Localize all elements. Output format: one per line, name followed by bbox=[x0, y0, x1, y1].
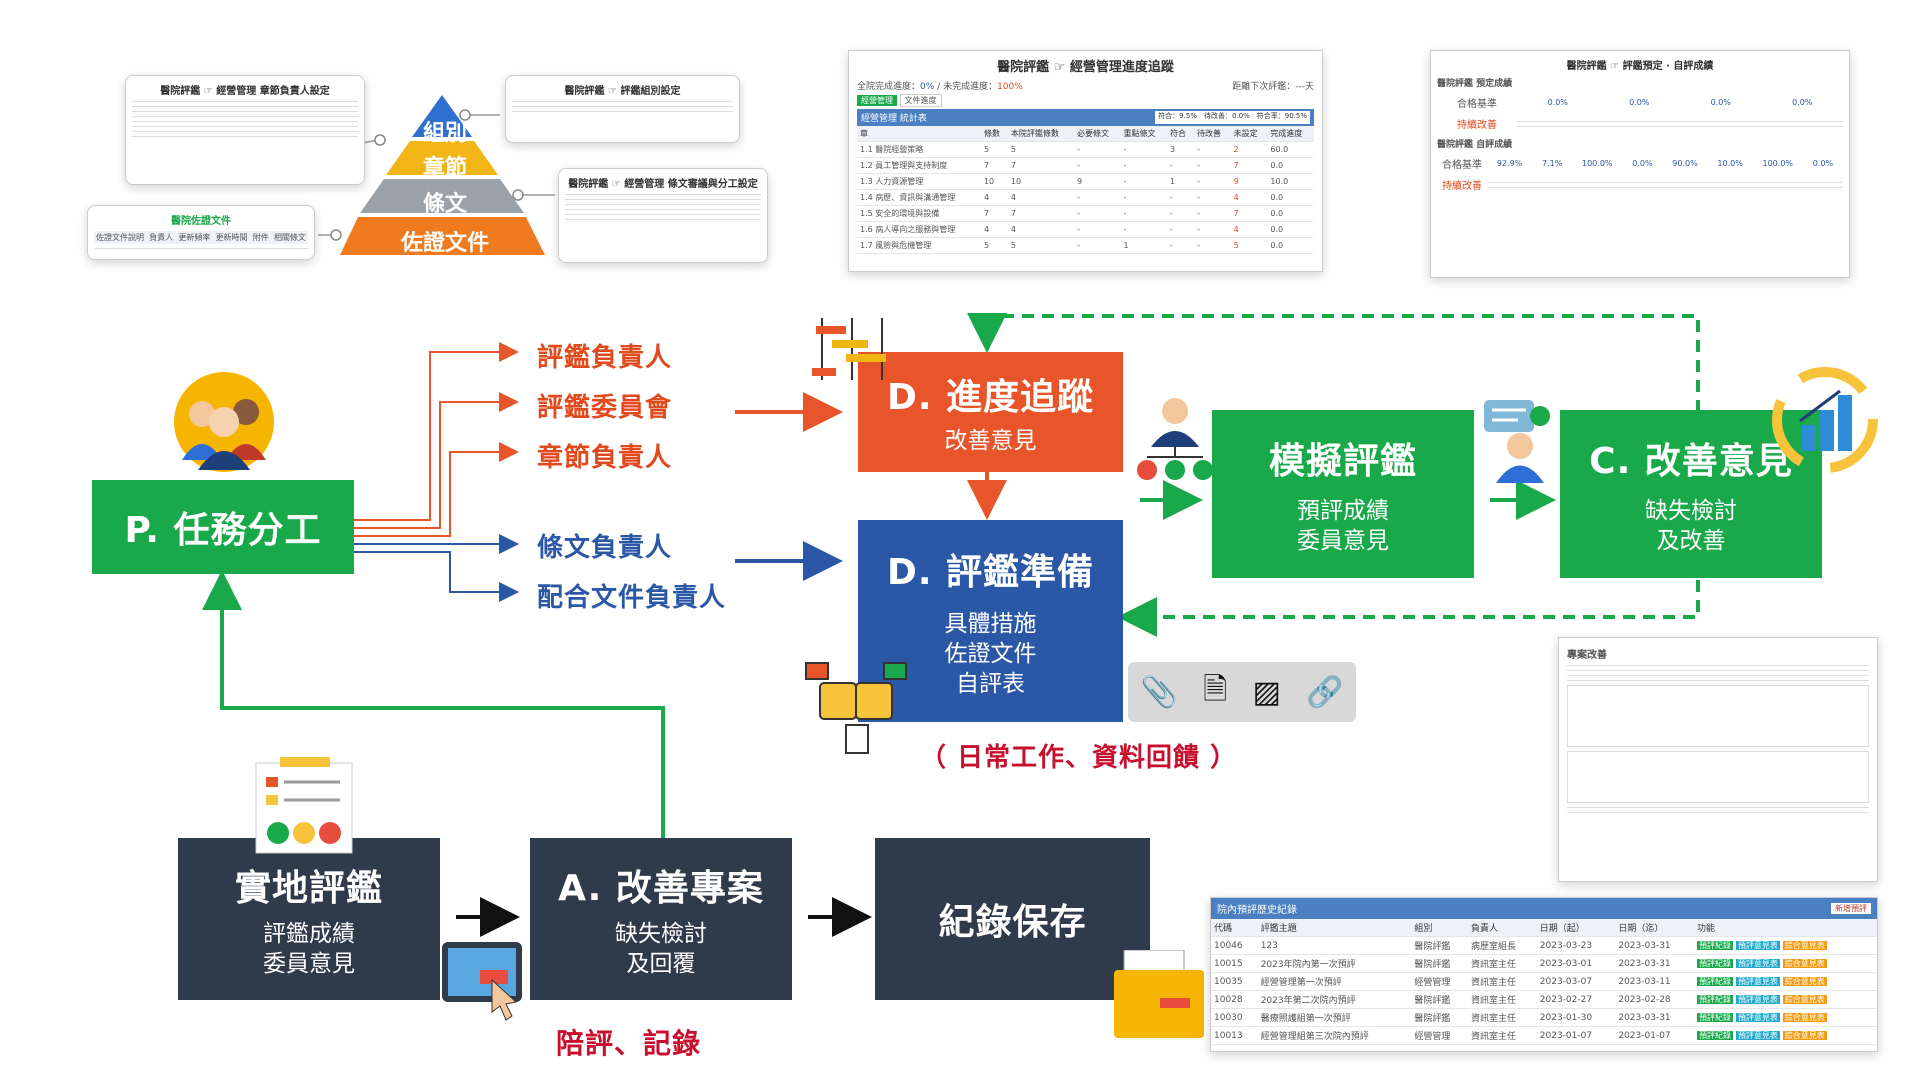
survey-icon bbox=[255, 757, 353, 854]
attachment-strip: 📎 🗎 ▨ 🔗 bbox=[1128, 662, 1356, 722]
add-pre-eval-button[interactable]: 新增預評 bbox=[1831, 903, 1871, 914]
branch-blue-2 bbox=[350, 551, 519, 602]
paperclip-icon: 📎 bbox=[1140, 674, 1178, 710]
pre-eval-screenshot: 醫院評鑑 ☞ 評鑑預定 · 自評成績 醫院評鑑 預定成績 合格基準 0.0%0.… bbox=[1430, 50, 1850, 278]
tab-docs[interactable]: 文件進度 bbox=[899, 94, 942, 107]
record-keeping-box[interactable]: 紀錄保存 bbox=[875, 838, 1150, 1000]
feedback-person-icon bbox=[1484, 400, 1550, 483]
arrow-a-to-p bbox=[202, 570, 665, 838]
history-table-screenshot: 院內預評歷史紀錄 新增預評 代碼評鑑主題組別 負責人日期（起）日期（迄）功能 1… bbox=[1210, 897, 1878, 1052]
image-icon: ▨ bbox=[1252, 674, 1281, 710]
improvement-project-screenshot: 專案改善 bbox=[1558, 637, 1878, 882]
teamwork-icon bbox=[805, 662, 907, 754]
role-eval-committee: 評鑑委員會 bbox=[537, 393, 673, 423]
mock-eval-box[interactable]: 模擬評鑑 預評成績 委員意見 bbox=[1212, 410, 1474, 578]
schedule-icon bbox=[812, 318, 886, 380]
branch-red-1 bbox=[350, 342, 519, 521]
group-setting-thumbnail: 醫院評鑑 ☞ 評鑑組別設定 bbox=[505, 75, 740, 143]
article-setting-thumbnail: 醫院評鑑 ☞ 經營管理 條文審議與分工設定 bbox=[558, 168, 768, 263]
accompany-note: 陪評、記錄 bbox=[556, 1027, 702, 1060]
pyramid-level-evidence: 佐證文件 bbox=[400, 231, 489, 256]
progress-tracking-box[interactable]: D. 進度追蹤 改善意見 bbox=[858, 352, 1123, 472]
dashed-c-to-prep bbox=[1117, 580, 1700, 637]
team-icon bbox=[174, 372, 274, 472]
improvement-opinion-box[interactable]: C. 改善意見 缺失檢討 及改善 bbox=[1560, 410, 1822, 578]
pyramid-level-chapter: 章節 bbox=[422, 156, 467, 181]
progress-tracking-screenshot: 醫院評鑑 ☞ 經營管理進度追蹤 全院完成進度：0% / 未完成進度：100% 距… bbox=[848, 50, 1323, 272]
branch-red-3 bbox=[350, 442, 519, 537]
pyramid-level-group: 組別 bbox=[422, 121, 467, 146]
daily-work-note: （ 日常工作、資料回饋 ） bbox=[920, 743, 1238, 773]
improvement-project-box[interactable]: A. 改善專案 缺失檢討 及回覆 bbox=[530, 838, 792, 1000]
cycle-growth-icon bbox=[1772, 367, 1878, 473]
chapter-owner-thumbnail: 醫院評鑑 ☞ 經營管理 章節負責人設定 bbox=[125, 75, 365, 185]
role-article-owner: 條文負責人 bbox=[537, 533, 673, 563]
reviewer-icon bbox=[1137, 398, 1213, 480]
tab-management[interactable]: 經營管理 bbox=[857, 95, 897, 106]
progress-table: 章條數本院評鑑條數 必要條文重點條文符合 待改善未設定完成進度 1.1 醫院經營… bbox=[857, 126, 1314, 254]
pyramid-graphic bbox=[340, 95, 545, 255]
tablet-touch-icon bbox=[442, 942, 522, 1021]
document-icon: 🗎 bbox=[1203, 671, 1228, 707]
link-icon: 🔗 bbox=[1306, 674, 1344, 710]
branch-red-2 bbox=[350, 392, 519, 529]
pyramid-level-article: 條文 bbox=[422, 192, 467, 217]
folder-icon bbox=[1114, 950, 1204, 1038]
task-division-box[interactable]: P. 任務分工 bbox=[92, 480, 354, 574]
role-eval-owner: 評鑑負責人 bbox=[537, 343, 673, 373]
dashed-c-to-track bbox=[967, 313, 1700, 412]
eval-prep-box[interactable]: D. 評鑑準備 具體措施 佐證文件 自評表 bbox=[858, 520, 1123, 722]
role-doc-owner: 配合文件負責人 bbox=[537, 583, 727, 613]
role-chapter-owner: 章節負責人 bbox=[537, 443, 673, 473]
field-eval-box[interactable]: 實地評鑑 評鑑成績 委員意見 bbox=[178, 838, 440, 1000]
doc-list-thumbnail: 醫院佐證文件 佐證文件說明 負責人 更新頻率 更新時間 附件 相關條文 bbox=[87, 205, 315, 260]
